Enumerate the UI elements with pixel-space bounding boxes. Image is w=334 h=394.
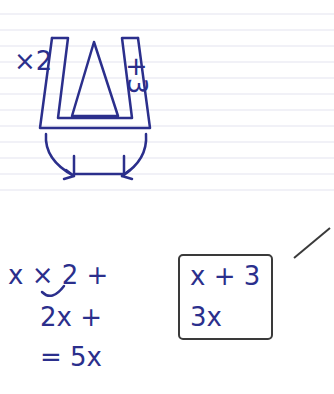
expression-label: x × 2 + (8, 262, 108, 288)
expression-label: ×2 (14, 48, 52, 74)
expression-text: 3x (190, 303, 222, 332)
expression-text: x + 3 (190, 262, 260, 291)
expression-label: 2x + (40, 304, 102, 330)
expression-label: = 5x (40, 344, 102, 370)
callout-box: x + 3 3x (178, 254, 273, 340)
expression-label: +3 (124, 56, 150, 94)
